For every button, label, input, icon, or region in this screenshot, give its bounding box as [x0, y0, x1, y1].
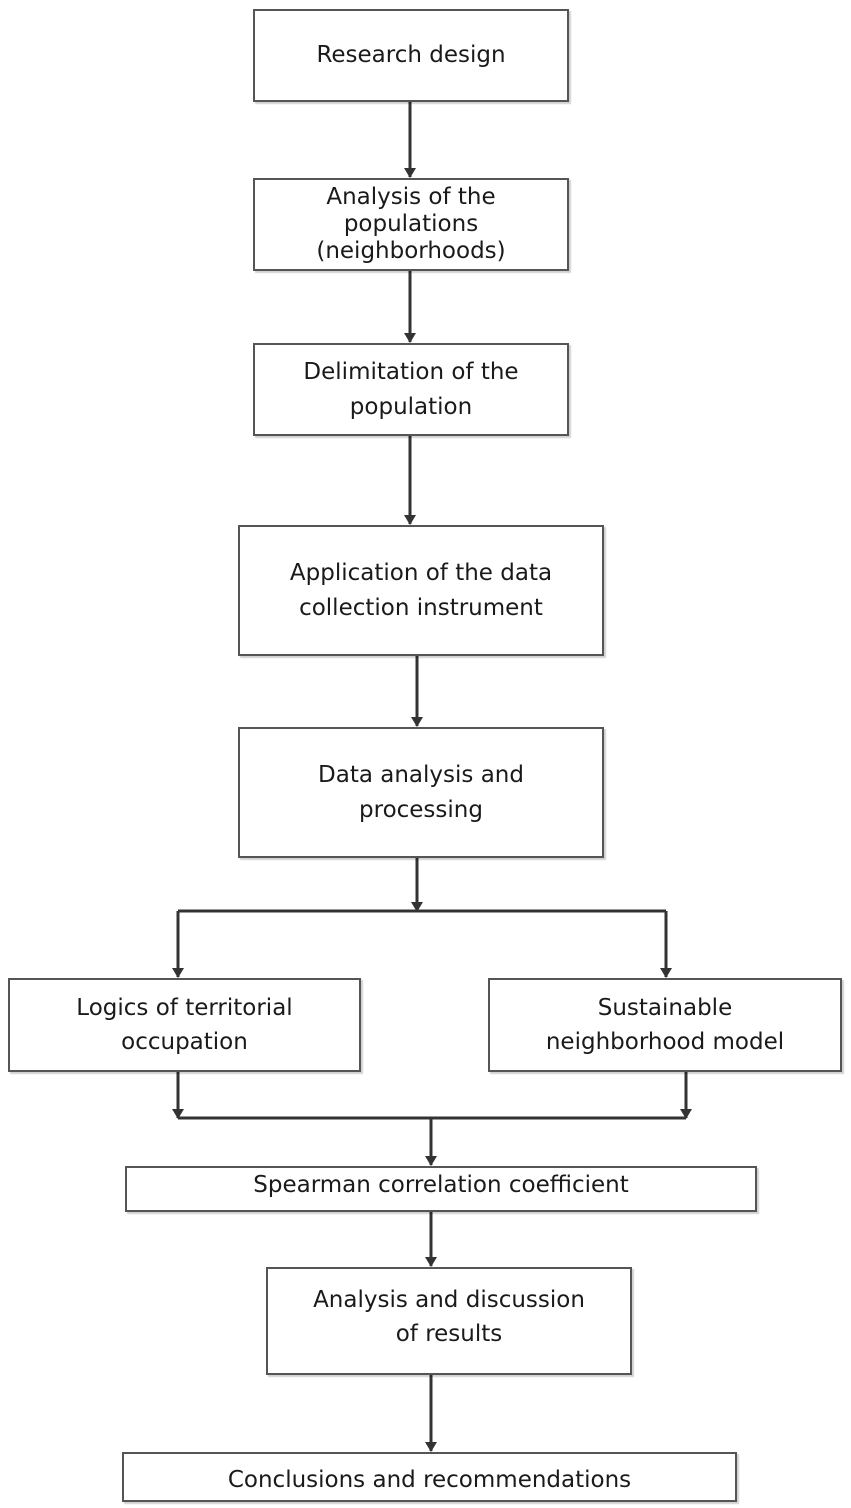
step-research-design: Research design [253, 9, 569, 102]
step-sustainable-model: Sustainable neighborhood model [488, 978, 842, 1072]
step-label: Sustainable neighborhood model [545, 994, 785, 1056]
step-analysis-populations: Analysis of the populations (neighborhoo… [253, 178, 569, 271]
step-label: Application of the data collection instr… [289, 560, 553, 621]
step-label: Research design [316, 42, 506, 69]
step-analysis-discussion: Analysis and discussion of results [266, 1267, 632, 1375]
step-logics-territorial: Logics of territorial occupation [8, 978, 361, 1072]
step-label: Analysis of the populations (neighborhoo… [316, 183, 506, 265]
step-conclusions: Conclusions and recommendations [122, 1452, 737, 1502]
step-delimitation-population: Delimitation of the population [253, 343, 569, 436]
step-label: Data analysis and processing [318, 762, 524, 823]
step-application-instrument: Application of the data collection instr… [238, 525, 604, 656]
step-label: Delimitation of the population [303, 359, 519, 420]
step-label: Logics of territorial occupation [76, 994, 293, 1056]
step-data-analysis: Data analysis and processing [238, 727, 604, 858]
step-label: Spearman correlation coefficient [253, 1171, 629, 1198]
step-label: Analysis and discussion of results [313, 1286, 585, 1348]
step-label: Conclusions and recommendations [227, 1466, 632, 1493]
step-spearman: Spearman correlation coefficient [125, 1166, 757, 1212]
